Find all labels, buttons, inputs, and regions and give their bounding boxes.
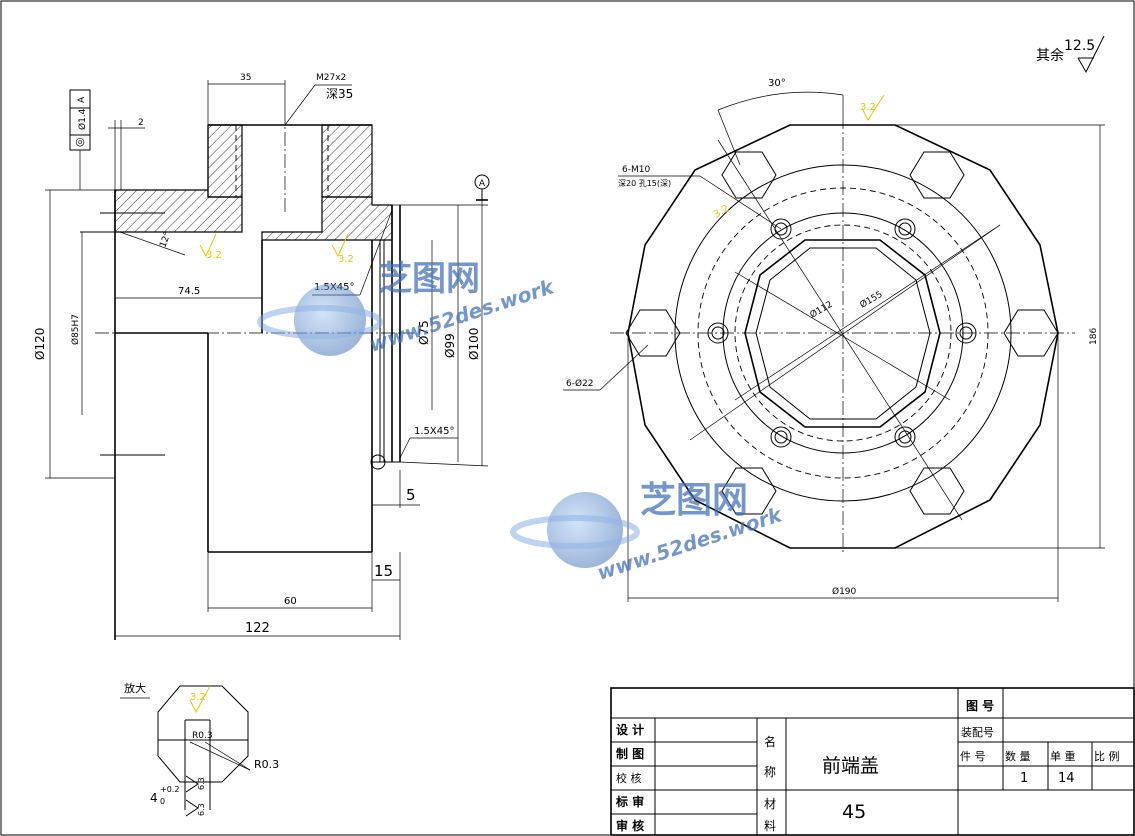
svg-text:深20 孔15(深): 深20 孔15(深) [618,179,671,188]
svg-text:Ø155: Ø155 [858,289,885,311]
svg-text:74.5: 74.5 [178,286,200,297]
svg-text:装配号: 装配号 [961,726,994,739]
svg-text:件 号: 件 号 [960,750,986,763]
watermark-2: 芝图网 www.52des.work [510,480,786,585]
svg-text:Ø85H7: Ø85H7 [70,314,81,345]
svg-text:R0.3: R0.3 [254,758,279,771]
svg-text:Ø112: Ø112 [808,299,835,321]
svg-text:3.2: 3.2 [338,254,354,265]
svg-text:186: 186 [1089,328,1099,345]
watermark-1: 芝图网 www.52des.work [257,259,558,357]
svg-text:14: 14 [1058,771,1075,786]
svg-text:审 核: 审 核 [616,818,644,833]
svg-text:1: 1 [1020,771,1028,786]
svg-text:3.2: 3.2 [206,250,222,261]
svg-text:M27x2: M27x2 [316,73,346,83]
svg-text:122: 122 [245,621,270,636]
svg-text:名: 名 [764,734,776,749]
svg-text:材: 材 [764,797,776,811]
svg-text:芝图网: 芝图网 [378,259,480,299]
svg-text:Ø1.4: Ø1.4 [77,108,88,130]
svg-text:A: A [77,96,87,103]
svg-text:15: 15 [374,562,393,580]
svg-text:+0.2: +0.2 [160,785,179,794]
bolt-holes-large [625,151,1059,515]
title-block: 设 计 制 图 校 核 标 审 审 核 名 称 材 料 图 号 装配号 件 号 … [610,687,1135,836]
svg-text:2: 2 [138,118,144,128]
svg-text:5: 5 [406,486,416,504]
svg-text:比 例: 比 例 [1094,749,1120,763]
svg-text:3.2: 3.2 [190,692,206,703]
svg-text:◎: ◎ [75,135,85,148]
svg-text:称: 称 [764,765,776,779]
svg-text:校 核: 校 核 [616,771,642,785]
svg-text:0: 0 [160,797,165,806]
svg-text:图 号: 图 号 [966,698,994,713]
svg-text:R0.3: R0.3 [192,731,213,741]
svg-text:6.3: 6.3 [197,777,206,790]
section-view: 35 M27x2 深35 ◎ Ø1.4 A 2 A Ø120 Ø85H7 Ø75… [33,73,490,640]
svg-text:深35: 深35 [326,87,353,101]
detail-view: 放大 R0.3 R0.3 4 +0.2 0 3.2 6.3 6.3 [120,681,279,817]
svg-text:6-M10: 6-M10 [622,165,650,175]
svg-text:Ø100: Ø100 [467,328,481,360]
roughness-note: 其余 12.5 [1036,35,1105,74]
svg-text:Ø99: Ø99 [443,333,457,358]
svg-text:3.2: 3.2 [712,203,731,220]
svg-text:料: 料 [764,819,776,833]
svg-text:60: 60 [284,596,297,607]
svg-text:Ø190: Ø190 [832,586,857,597]
svg-text:单 重: 单 重 [1050,749,1076,763]
svg-text:4: 4 [150,791,158,805]
svg-text:45: 45 [842,801,866,823]
svg-text:Ø75: Ø75 [417,320,431,345]
svg-text:6-Ø22: 6-Ø22 [566,378,594,389]
svg-text:数 量: 数 量 [1005,750,1031,763]
svg-text:6.3: 6.3 [197,803,206,816]
svg-text:30°: 30° [768,78,786,89]
svg-text:前端盖: 前端盖 [822,755,879,777]
svg-text:1.5X45°: 1.5X45° [414,426,454,437]
tapped-holes [707,218,977,448]
svg-text:芝图网: 芝图网 [640,480,748,521]
svg-text:标 审: 标 审 [615,794,644,809]
svg-text:3.2: 3.2 [860,102,876,113]
svg-text:35: 35 [240,73,251,83]
svg-text:放大: 放大 [124,681,146,695]
svg-text:其余: 其余 [1036,47,1064,64]
svg-text:12.5: 12.5 [1064,38,1095,54]
svg-text:Ø120: Ø120 [33,328,47,360]
svg-text:12°: 12° [158,231,173,249]
svg-text:设 计: 设 计 [616,722,644,737]
svg-text:A: A [479,179,486,189]
front-view: Ø112 Ø155 30° 6-M10 深20 孔15(深) [563,78,1105,602]
svg-text:制 图: 制 图 [616,746,644,761]
